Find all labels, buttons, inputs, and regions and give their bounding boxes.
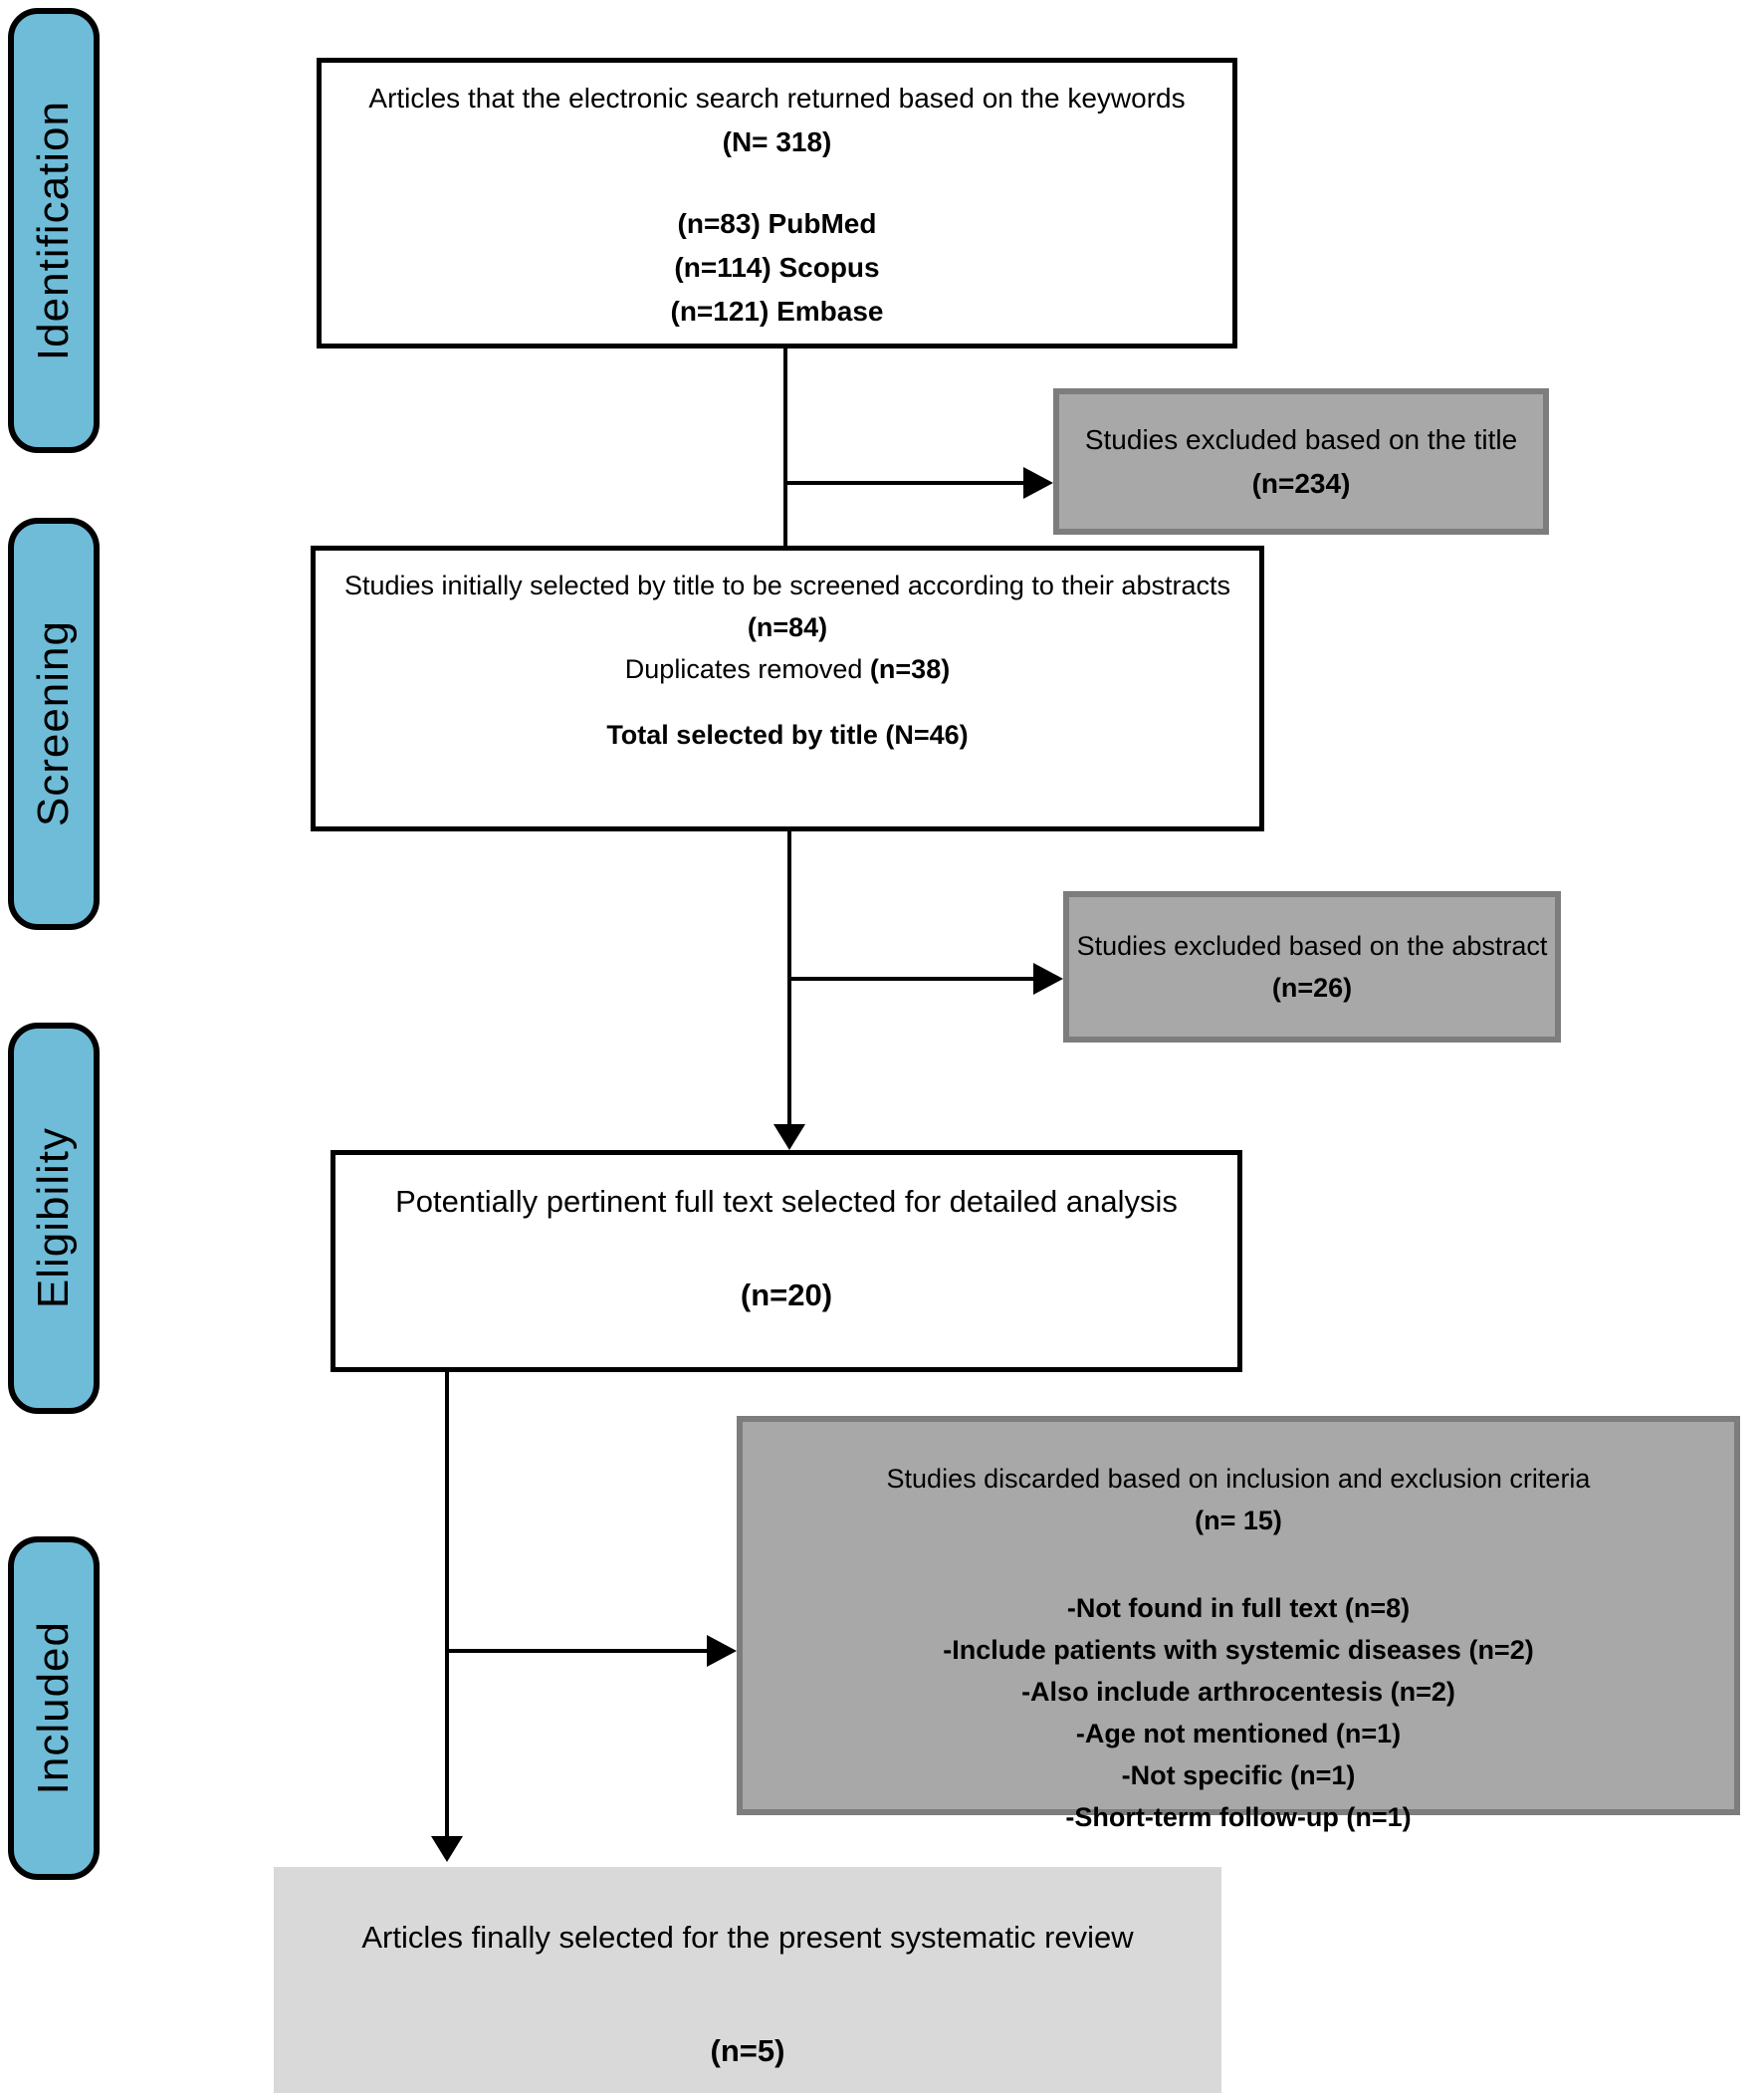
final-selection-count: (n=5) (710, 2033, 785, 2068)
box-excluded-by-abstract: Studies excluded based on the abstract (… (1063, 891, 1561, 1043)
stage-pill-eligibility: Eligibility (8, 1023, 100, 1414)
final-selection-text: Articles finally selected for the presen… (361, 1920, 1134, 1955)
screened-count: (n=84) (747, 612, 828, 642)
discarded-count: (n= 15) (1195, 1506, 1282, 1535)
connector-branch-excluded-title (785, 481, 1023, 485)
box-excluded-by-title: Studies excluded based on the title (n=2… (1053, 388, 1549, 535)
duplicates-removed-text: Duplicates removed (n=38) (624, 654, 951, 684)
stage-label-identification: Identification (29, 100, 78, 361)
fulltext-text: Potentially pertinent full text selected… (395, 1184, 1178, 1219)
box-discarded-criteria: Studies discarded based on inclusion and… (737, 1416, 1740, 1832)
source-count-pubmed: (n=83) PubMed (677, 208, 877, 239)
box-title-screened: Studies initially selected by title to b… (311, 546, 1264, 831)
discard-reason-age: -Age not mentioned (n=1) (1075, 1719, 1402, 1748)
discard-reason-not-found: -Not found in full text (n=8) (1066, 1593, 1411, 1623)
total-selected-text: Total selected by title (N=46) (606, 720, 969, 750)
excluded-abstract-count: (n=26) (1271, 973, 1353, 1003)
box-fulltext-analysis: Potentially pertinent full text selected… (331, 1150, 1242, 1372)
arrowhead-right-excluded-abstract-icon (1033, 963, 1063, 995)
arrowhead-right-discarded-icon (707, 1635, 737, 1667)
stage-pill-identification: Identification (8, 8, 100, 453)
discard-reason-not-specific: -Not specific (n=1) (1121, 1760, 1356, 1790)
box-electronic-search: Articles that the electronic search retu… (317, 58, 1237, 349)
electronic-search-line: Articles that the electronic search retu… (368, 83, 1186, 114)
stage-pill-screening: Screening (8, 518, 100, 930)
source-count-scopus: (n=114) Scopus (674, 252, 880, 283)
stage-label-included: Included (29, 1621, 78, 1795)
stage-label-screening: Screening (29, 620, 78, 827)
electronic-search-text: Articles that the electronic search retu… (365, 77, 1189, 164)
arrowhead-down-fulltext-icon (773, 1124, 805, 1150)
source-count-embase: (n=121) Embase (670, 296, 884, 327)
screened-text: Studies initially selected by title to b… (344, 571, 1230, 600)
stage-pill-included: Included (8, 1536, 100, 1880)
excluded-abstract-text: Studies excluded based on the abstract (1076, 931, 1548, 961)
stage-label-eligibility: Eligibility (29, 1127, 78, 1309)
electronic-search-total: (N= 318) (722, 126, 832, 157)
discard-reason-arthrocentesis: -Also include arthrocentesis (n=2) (1021, 1677, 1455, 1707)
arrowhead-down-final-icon (431, 1836, 463, 1862)
box-final-selection: Articles finally selected for the presen… (274, 1867, 1221, 2093)
connector-branch-excluded-abstract (789, 977, 1033, 981)
discard-reason-systemic: -Include patients with systemic diseases… (943, 1635, 1534, 1665)
connector-fulltext-to-final (445, 1372, 449, 1836)
arrowhead-right-excluded-title-icon (1023, 467, 1053, 499)
excluded-title-text: Studies excluded based on the title (1084, 423, 1518, 455)
discard-reason-followup: -Short-term follow-up (n=1) (1065, 1802, 1412, 1832)
connector-search-to-screened (783, 349, 787, 546)
fulltext-count: (n=20) (740, 1278, 833, 1312)
excluded-title-count: (n=234) (1251, 467, 1351, 499)
connector-branch-discarded (447, 1649, 707, 1653)
discarded-title: Studies discarded based on inclusion and… (886, 1464, 1591, 1494)
